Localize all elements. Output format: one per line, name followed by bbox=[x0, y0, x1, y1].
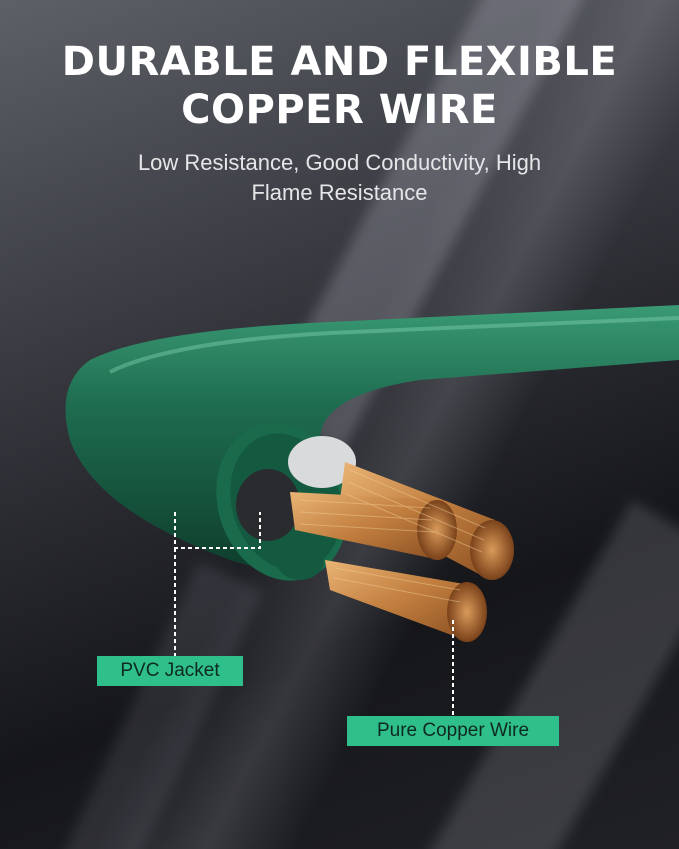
headline-line-2: COPPER WIRE bbox=[181, 87, 498, 133]
subheadline-line-1: Low Resistance, Good Conductivity, High bbox=[137, 150, 542, 175]
pure-copper-wire-label: Pure Copper Wire bbox=[347, 716, 559, 746]
black-insulator bbox=[236, 469, 300, 541]
copper-conductor bbox=[325, 560, 470, 640]
subheadline-line-2: Flame Resistance bbox=[251, 180, 428, 205]
white-insulator bbox=[288, 436, 356, 488]
subheadline: Low Resistance, Good Conductivity, High … bbox=[0, 148, 679, 208]
headline: DURABLE AND FLEXIBLE COPPER WIRE bbox=[0, 38, 679, 134]
callout-leader-lines bbox=[174, 512, 454, 716]
copper-conductor bbox=[290, 492, 440, 560]
headline-line-1: DURABLE AND FLEXIBLE bbox=[61, 39, 618, 85]
pvc-jacket-label-text: PVC Jacket bbox=[120, 660, 220, 681]
pvc-jacket-label: PVC Jacket bbox=[97, 656, 243, 686]
pure-copper-wire-label-text: Pure Copper Wire bbox=[376, 720, 530, 741]
